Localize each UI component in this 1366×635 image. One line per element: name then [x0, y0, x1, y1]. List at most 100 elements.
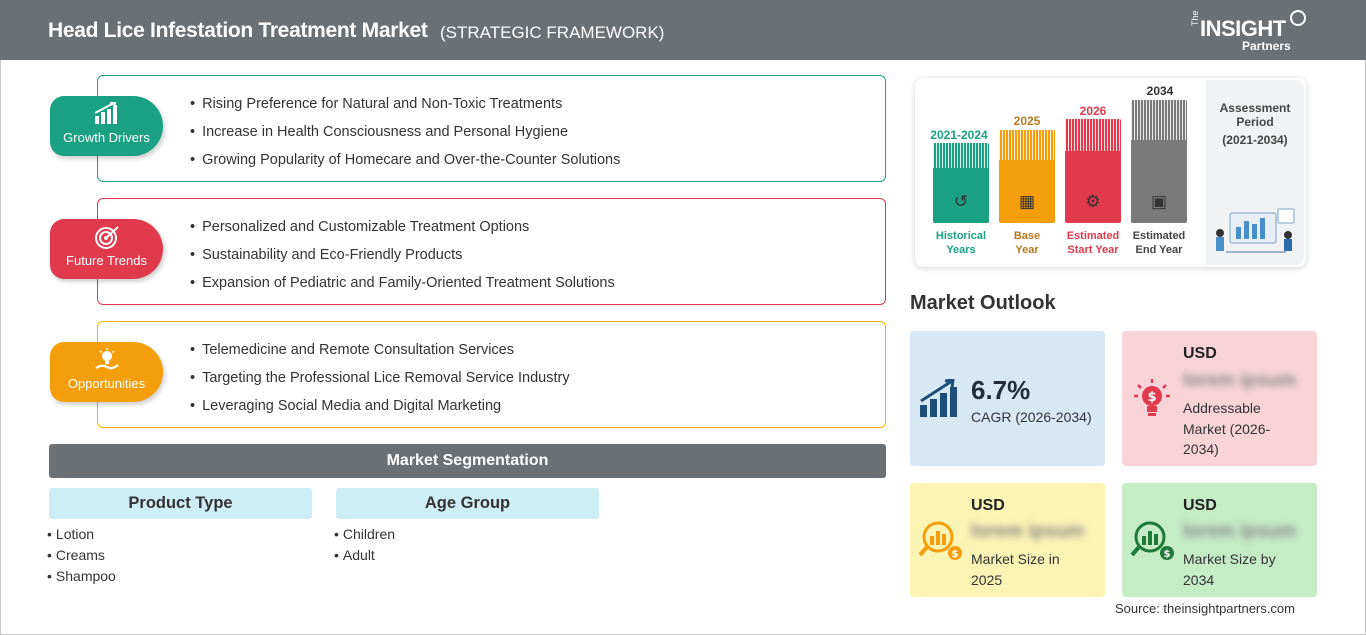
assessment-line-2: Period	[1236, 115, 1274, 129]
list-item: Rising Preference for Natural and Non-To…	[190, 96, 620, 124]
label-line-2: 2025	[971, 571, 1003, 588]
label-line-2: Years	[946, 244, 976, 256]
label-line-1: Estimated	[1132, 230, 1186, 242]
future-trends-list: Personalized and Customizable Treatment …	[190, 219, 615, 303]
page-subtitle: (STRATEGIC FRAMEWORK)	[440, 23, 665, 42]
logo-insight: INSIGHT	[1200, 16, 1286, 41]
timeline-bar-top	[1065, 119, 1121, 151]
bar-chart-icon	[92, 102, 122, 126]
addressable-currency: USD	[1183, 345, 1217, 362]
magnifier-chart-icon: $	[918, 519, 964, 571]
segment-heading-product-type: Product Type	[49, 488, 312, 519]
size-2025-label: Market Size in 2025	[971, 549, 1060, 590]
segment-list-age-group: Children Adult	[334, 526, 395, 568]
timeline-bar-start	[1065, 151, 1121, 223]
timeline-year-start: 2026	[1079, 104, 1107, 118]
label-line-1: Market Size by	[1183, 551, 1276, 567]
size-2034-currency: USD	[1183, 497, 1217, 514]
growth-drivers-box: Rising Preference for Natural and Non-To…	[97, 75, 886, 182]
label-line-2: Start Year	[1067, 244, 1119, 256]
assessment-line-1: Assessment	[1219, 101, 1291, 115]
timeline-year-base: 2025	[1013, 114, 1041, 128]
timeline-bar-top	[999, 130, 1055, 160]
cagr-label: CAGR (2026-2034)	[971, 409, 1092, 425]
list-item: Increase in Health Consciousness and Per…	[190, 124, 620, 152]
timeline-bar-historical	[933, 168, 989, 223]
label-line-1: Addressable	[1183, 400, 1261, 416]
magnifier-chart-icon: $	[1130, 519, 1176, 571]
list-item: Growing Popularity of Homecare and Over-…	[190, 152, 620, 180]
svg-text:$: $	[952, 549, 959, 560]
size-2034-value: lorem ipsum	[1183, 521, 1296, 542]
label-line-2: Year	[1015, 244, 1039, 256]
label-line-1: Market Size in	[971, 551, 1060, 567]
future-trends-label: Future Trends	[66, 253, 147, 268]
logo-partners: Partners	[1242, 39, 1291, 53]
cagr-card: 6.7% CAGR (2026-2034)	[910, 331, 1105, 466]
label-line-2: Market (2026-	[1183, 420, 1271, 437]
insight-partners-logo[interactable]: The INSIGHT Partners	[1190, 10, 1310, 53]
future-trends-box: Personalized and Customizable Treatment …	[97, 198, 886, 305]
list-item: Creams	[47, 547, 116, 568]
list-item: Adult	[334, 547, 395, 568]
presentation-icon: ▣	[1150, 192, 1168, 211]
calendar-icon: ▦	[1018, 192, 1036, 211]
growth-chart-icon	[918, 378, 962, 427]
lightbulb-dollar-icon: $	[1132, 377, 1172, 427]
size-2034-label: Market Size by 2034	[1183, 549, 1276, 590]
timeline-bar-base	[999, 160, 1055, 223]
timeline-bar-top	[1131, 100, 1187, 140]
list-item: Targeting the Professional Lice Removal …	[190, 370, 570, 398]
label-line-2: End Year	[1135, 244, 1183, 256]
market-size-2025-card: $ USD lorem ipsum Market Size in 2025	[910, 483, 1105, 597]
dashboard-icon: ⚙	[1085, 192, 1101, 211]
addressable-value: lorem ipsum	[1183, 370, 1296, 391]
lightbulb-hand-icon	[92, 348, 122, 372]
list-item: Leveraging Social Media and Digital Mark…	[190, 398, 570, 426]
list-item: Telemedicine and Remote Consultation Ser…	[190, 342, 570, 370]
label-line-1: Estimated	[1066, 230, 1120, 242]
segmentation-bar: Market Segmentation	[49, 444, 886, 478]
list-item: Sustainability and Eco-Friendly Products	[190, 247, 615, 275]
label-line-1: Base	[1013, 230, 1041, 242]
list-item: Shampoo	[47, 568, 116, 589]
market-size-2034-card: $ USD lorem ipsum Market Size by 2034	[1122, 483, 1317, 597]
market-outlook-title: Market Outlook	[910, 292, 1056, 314]
timeline-bar-top	[933, 143, 989, 168]
logo-ring-icon	[1290, 10, 1306, 26]
source-link[interactable]: Source: theinsightpartners.com	[1115, 601, 1295, 616]
page-title: Head Lice Infestation Treatment Market	[48, 19, 428, 42]
size-2025-value: lorem ipsum	[971, 521, 1084, 542]
history-icon: ↺	[953, 192, 969, 211]
list-item: Lotion	[47, 526, 116, 547]
segment-list-product-type: Lotion Creams Shampoo	[47, 526, 116, 589]
growth-drivers-list: Rising Preference for Natural and Non-To…	[190, 96, 620, 180]
header-bar: Head Lice Infestation Treatment Market (…	[0, 0, 1366, 60]
label-line-2: 2034	[1183, 571, 1215, 588]
opportunities-tag: Opportunities	[50, 342, 163, 402]
label-line-3: 2034)	[1183, 441, 1219, 457]
segment-heading-age-group: Age Group	[336, 488, 599, 519]
growth-drivers-label: Growth Drivers	[63, 130, 150, 145]
opportunities-label: Opportunities	[67, 376, 146, 391]
target-icon	[92, 225, 122, 249]
future-trends-tag: Future Trends	[50, 219, 163, 279]
logo-the: The	[1190, 10, 1200, 26]
list-item: Expansion of Pediatric and Family-Orient…	[190, 275, 615, 303]
list-item: Personalized and Customizable Treatment …	[190, 219, 615, 247]
svg-text:$: $	[1147, 390, 1156, 405]
assessment-range: (2021-2034)	[1222, 133, 1288, 147]
svg-text:$: $	[1164, 549, 1171, 560]
opportunities-box: Telemedicine and Remote Consultation Ser…	[97, 321, 886, 428]
analytics-illustration-icon	[1216, 208, 1295, 253]
label-line-1: Historical	[935, 230, 987, 242]
size-2025-currency: USD	[971, 497, 1005, 514]
timeline-year-historical: 2021-2024	[930, 128, 988, 142]
growth-drivers-tag: Growth Drivers	[50, 96, 163, 156]
